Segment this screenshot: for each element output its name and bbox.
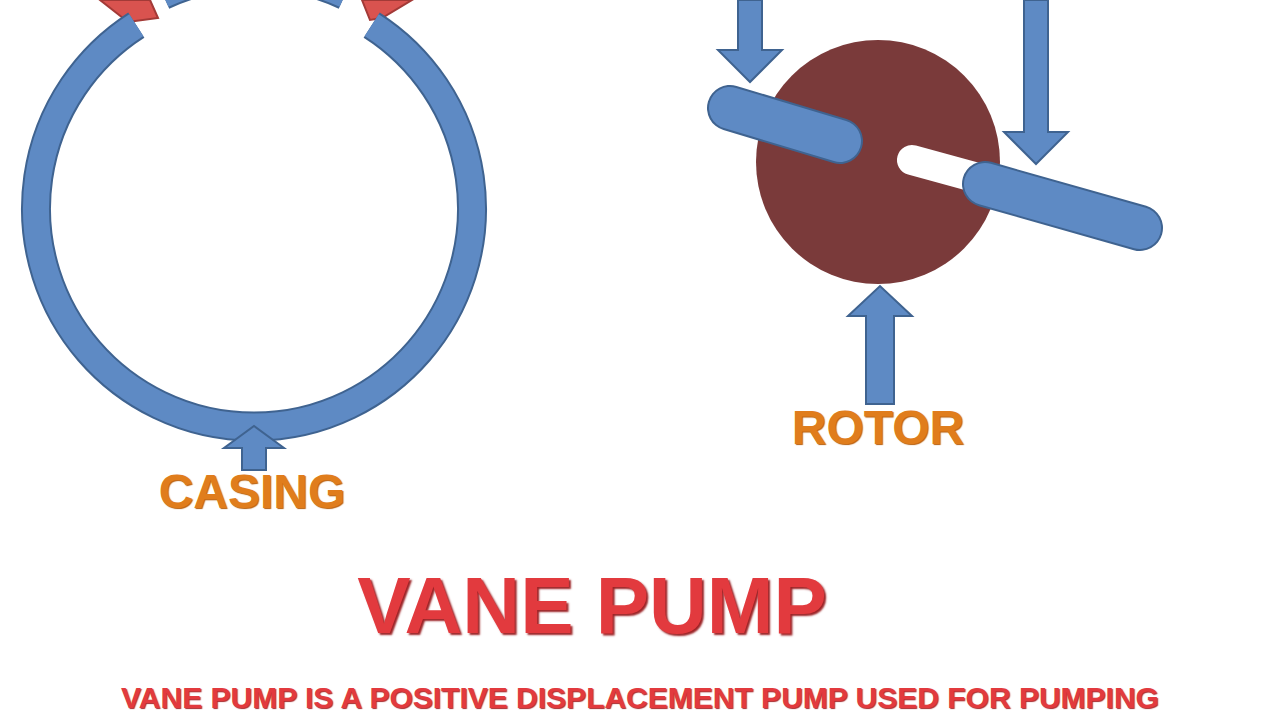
- vane-outline: [730, 108, 840, 141]
- vane: [985, 184, 1140, 228]
- vane: [730, 108, 840, 141]
- casing-ring-outline: [36, 25, 472, 426]
- diagram-caption: VANE PUMP IS A POSITIVE DISPLACEMENT PUM…: [121, 681, 1159, 714]
- pointer-arrow: [848, 286, 912, 404]
- pointer-arrow: [718, 0, 782, 82]
- part-label: ROTOR: [792, 402, 964, 455]
- casing-ring: [36, 25, 472, 426]
- pointer-arrow: [1004, 0, 1068, 164]
- part-label: CASING: [159, 466, 346, 519]
- pointer-arrow: [224, 426, 284, 470]
- casing-port: [362, 0, 412, 20]
- vane-outline: [985, 184, 1140, 228]
- rotor-disc: [756, 40, 1000, 284]
- diagram-title: VANE PUMP: [357, 562, 827, 650]
